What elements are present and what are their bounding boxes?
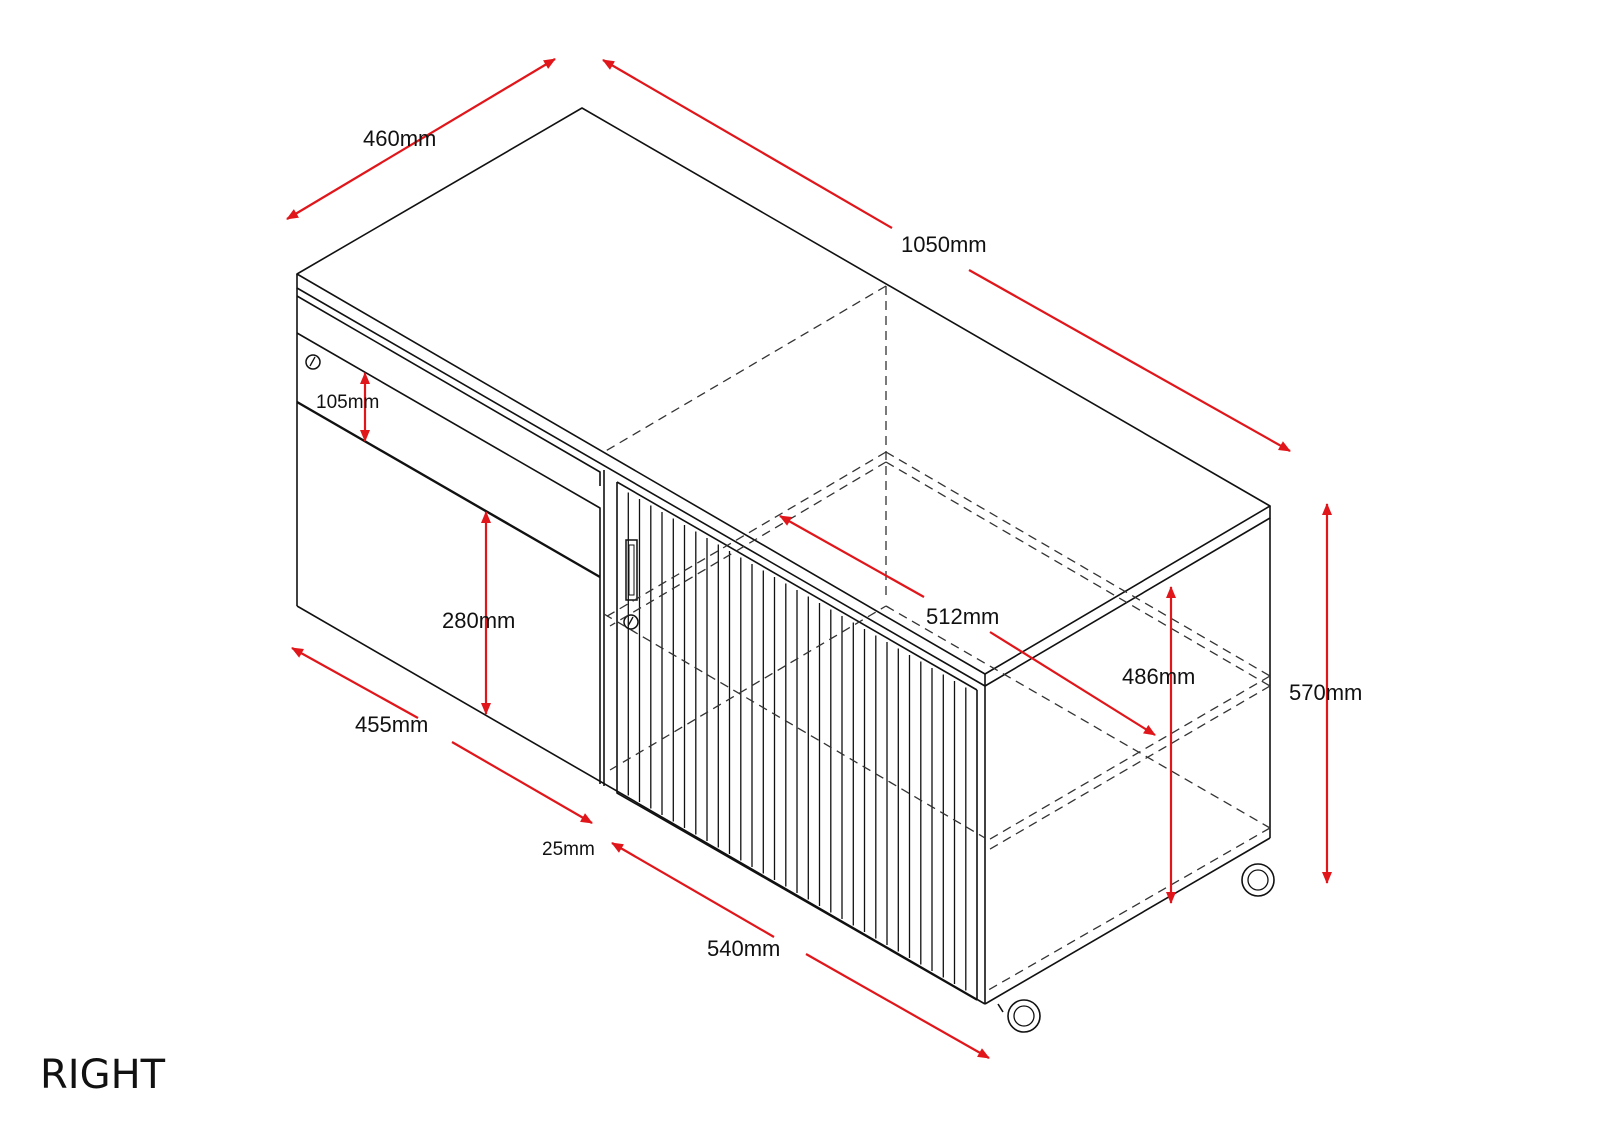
door-lock-icon: [623, 614, 639, 630]
label-drawer-top-height: 105mm: [316, 392, 379, 413]
lock-icon: [305, 354, 321, 370]
cabinet-right-side: [984, 518, 1271, 1005]
label-tambour-length: 540mm: [707, 936, 780, 961]
arrow-455-left: [291, 647, 419, 719]
label-internal-height: 486mm: [1122, 664, 1195, 689]
label-overall-length: 1050mm: [901, 232, 987, 257]
cabinet-top: [296, 107, 1271, 687]
arrow-512-left: [779, 515, 925, 598]
label-top-depth: 460mm: [363, 126, 436, 151]
label-internal-depth: 512mm: [926, 604, 999, 629]
hidden-lines: [603, 285, 1271, 993]
pedestal-drawers: [296, 295, 605, 786]
tambour-slats: [627, 492, 967, 991]
dimension-arrows: [286, 58, 1332, 1059]
label-gap: 25mm: [542, 839, 595, 860]
label-pedestal-depth: 455mm: [355, 712, 428, 737]
arrow-455-right: [451, 741, 593, 824]
door-handle-icon: [625, 539, 638, 601]
arrow-length-right: [968, 269, 1291, 452]
arrow-540-left: [611, 842, 775, 938]
arrow-top-depth: [286, 58, 556, 220]
arrow-length-left: [602, 59, 893, 229]
caster-front: [997, 999, 1041, 1033]
label-drawer-bottom-height: 280mm: [442, 608, 515, 633]
label-overall-height: 570mm: [1289, 680, 1362, 705]
tambour-door: [616, 481, 978, 1001]
cabinet-front-outline: [296, 288, 986, 1005]
arrow-540-right: [805, 953, 990, 1059]
arrow-512-right: [989, 631, 1156, 736]
caster-back: [1241, 863, 1275, 897]
view-label: RIGHT: [40, 1052, 166, 1098]
